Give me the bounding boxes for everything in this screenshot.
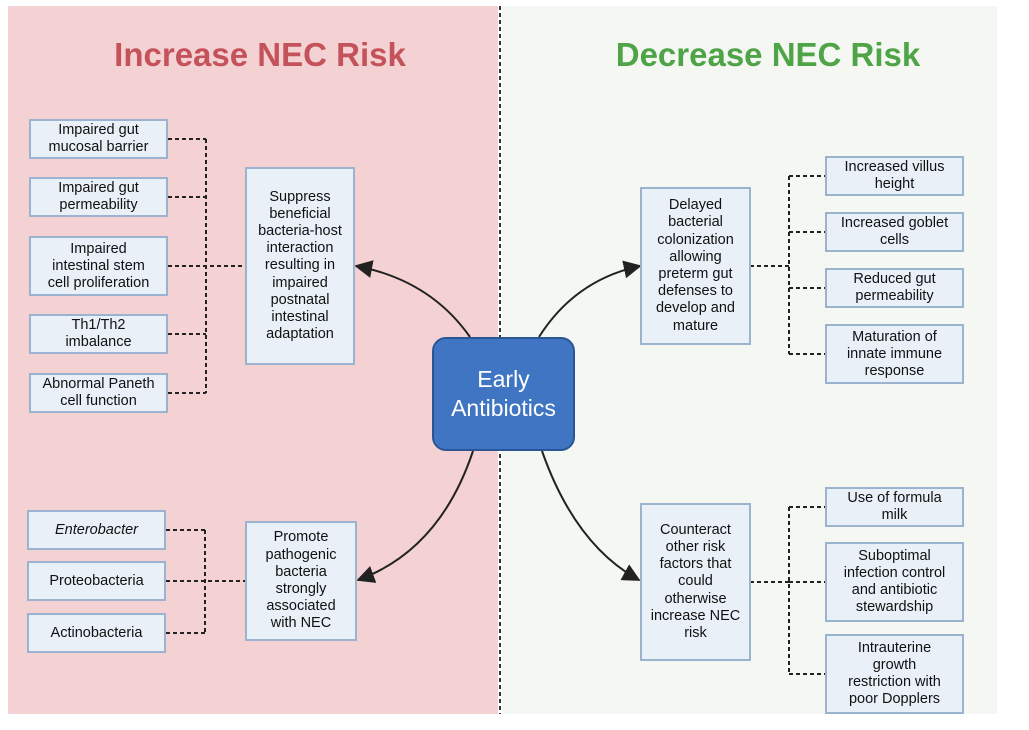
- text-line: Reduced gut: [853, 271, 936, 287]
- arrow-to-promote: [356, 450, 474, 583]
- text-line: height: [874, 176, 915, 192]
- increase-risk-heading: Increase NEC Risk: [114, 36, 406, 73]
- text-line: develop and: [655, 300, 735, 317]
- text-line: with NEC: [270, 615, 332, 632]
- text-line: pathogenic: [265, 546, 337, 563]
- text-line: Counteract: [660, 521, 731, 538]
- decrease-risk-heading: Decrease NEC Risk: [615, 36, 921, 73]
- arrow-to-delayed: [538, 260, 642, 338]
- text-line: Impaired: [70, 240, 127, 257]
- promote-pathogenic-bacteria-box: Promote pathogenic bacteria strongly ass…: [245, 521, 357, 641]
- text-line: Th1/Th2: [71, 317, 126, 333]
- text-line: stewardship: [855, 599, 934, 615]
- actinobacteria-box: Actinobacteria: [27, 613, 166, 653]
- text-line: growth: [872, 657, 917, 673]
- text-line: cell function: [60, 393, 137, 409]
- text-line: response: [864, 362, 925, 379]
- text-line: resulting in: [264, 257, 336, 274]
- text-line: milk: [881, 507, 908, 523]
- text-line: Suppress: [269, 188, 331, 205]
- text-line: Maturation of: [852, 328, 937, 345]
- text-line: mature: [672, 317, 719, 334]
- text-line: infection control: [843, 565, 946, 581]
- text-line: postnatal: [270, 291, 330, 308]
- text-line: interaction: [266, 240, 334, 257]
- text-line: Intrauterine: [857, 640, 932, 656]
- text-line: and antibiotic: [851, 582, 938, 598]
- text-line: Suboptimal: [858, 548, 931, 564]
- text-line: intestinal stem: [52, 257, 145, 274]
- delayed-colonization-box: Delayed bacterial colonization allowing …: [640, 187, 751, 345]
- text-line: Delayed: [668, 197, 723, 214]
- text-line: adaptation: [266, 326, 334, 343]
- text-line: increase NEC: [650, 607, 741, 624]
- text-line: bacteria: [275, 563, 327, 580]
- text-line: Impaired gut: [58, 180, 139, 196]
- text-line: imbalance: [65, 334, 132, 350]
- text-line: Increased villus: [844, 159, 945, 175]
- text-line: Promote: [273, 529, 329, 546]
- text-line: could: [678, 573, 713, 590]
- text-line: impaired: [272, 274, 328, 291]
- center-line-1: Early: [477, 366, 530, 392]
- text-line: otherwise: [664, 590, 727, 607]
- text-line: permeability: [855, 288, 934, 304]
- suppress-beneficial-bacteria-box: Suppress beneficial bacteria-host intera…: [245, 167, 355, 365]
- text-line: Impaired gut: [58, 122, 139, 138]
- text-line: defenses to: [658, 283, 733, 300]
- text-line: innate immune: [846, 345, 943, 362]
- text-line: colonization: [657, 231, 734, 248]
- text-line: permeability: [59, 197, 138, 213]
- text-line: strongly: [275, 581, 327, 597]
- text-line: allowing: [669, 248, 722, 265]
- text-line: associated: [266, 598, 336, 615]
- text-line: cells: [879, 232, 909, 248]
- proteobacteria-box: Proteobacteria: [27, 561, 166, 601]
- text-line: bacterial: [668, 214, 723, 231]
- text-line: Abnormal Paneth: [42, 376, 155, 392]
- center-line-2: Antibiotics: [451, 395, 556, 421]
- text-line: mucosal barrier: [48, 139, 149, 155]
- text-line: cell proliferation: [47, 274, 150, 291]
- text-line: restriction with: [848, 674, 941, 690]
- text-line: Use of formula: [847, 490, 942, 506]
- text-line: factors that: [659, 556, 732, 573]
- text-line: risk: [684, 625, 707, 641]
- arrow-to-counteract: [541, 450, 641, 581]
- text-line: bacteria-host: [258, 222, 342, 239]
- counteract-risk-factors-box: Counteract other risk factors that could…: [640, 503, 751, 661]
- text-line: poor Dopplers: [848, 691, 941, 707]
- enterobacter-box: Enterobacter: [27, 510, 166, 550]
- text-line: Increased goblet: [840, 215, 949, 231]
- text-line: preterm gut: [658, 266, 733, 282]
- arrow-to-suppress: [354, 260, 471, 338]
- text-line: other risk: [665, 538, 726, 555]
- text-line: intestinal: [271, 309, 329, 325]
- text-line: beneficial: [269, 205, 331, 222]
